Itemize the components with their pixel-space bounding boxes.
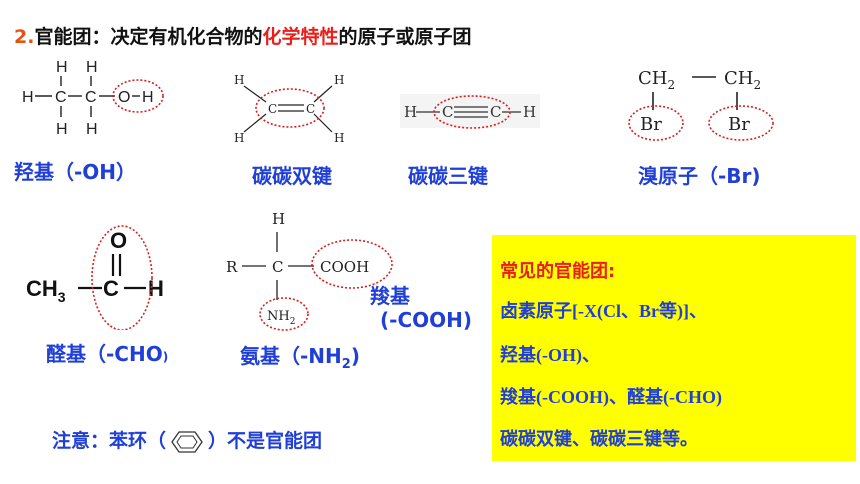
note-post: ）不是官能团 — [208, 430, 323, 452]
atom-h: H — [404, 103, 417, 121]
title-highlight: 化学特性 — [262, 26, 339, 48]
atom-c: C — [442, 103, 453, 121]
amino-acid-structure: H R C COOH NH2 — [226, 210, 393, 331]
common-groups-line-3: 羧基(-COOH)、醛基(-CHO) — [500, 383, 722, 409]
ch3-formula: CH — [26, 276, 58, 301]
carboxyl-aldehyde-text: (-COOH)、醛基 — [536, 387, 663, 407]
label-double-bond: 碳碳双键 — [252, 164, 332, 188]
bromine-highlight-ellipse — [628, 105, 684, 141]
double-bond-highlight-ellipse — [255, 88, 325, 128]
atom-c: C — [490, 103, 501, 121]
atom-o: O — [110, 228, 127, 253]
subscript-2: 2 — [753, 78, 761, 92]
atom-h: H — [523, 103, 536, 121]
title-term: 官能团： — [34, 26, 111, 48]
atom-h: H — [142, 89, 154, 106]
label-hydroxyl: 羟基（-OH） — [14, 160, 137, 184]
hydroxyl-label: 羟基 — [500, 345, 536, 366]
atom-c: C — [306, 102, 315, 116]
svg-text:NH2: NH2 — [267, 309, 295, 327]
label-carboxyl-formula: (-COOH) — [380, 308, 473, 332]
subscript-2: 2 — [290, 317, 296, 327]
atom-h: H — [22, 89, 34, 106]
svg-text:CH2: CH2 — [724, 68, 761, 92]
title-number: 2. — [14, 26, 35, 48]
atom-h: H — [86, 59, 98, 76]
amino-highlight-ellipse — [259, 297, 309, 331]
svg-text:CH3: CH3 — [26, 276, 66, 305]
atom-h: H — [56, 121, 68, 138]
amino-label-pre: 氨基（-NH — [240, 344, 342, 368]
atom-h: H — [272, 210, 285, 228]
carboxyl-formula: COOH — [320, 258, 369, 276]
carboxyl-label: 羧基 — [500, 387, 536, 408]
subscript-3: 3 — [58, 289, 66, 305]
label-carboxyl-name: 羧基 — [370, 284, 410, 308]
hydroxyl-structure: H H H C C O H H H — [22, 59, 164, 138]
aldehyde-highlight-ellipse — [91, 225, 153, 330]
atom-c: C — [85, 89, 97, 106]
aldehyde-label-text: 醛基（-CHO — [46, 342, 163, 366]
common-groups-line-4: 碳碳双键、碳碳三键等。 — [500, 429, 698, 450]
nh-formula: NH — [267, 309, 290, 324]
common-groups-line-1: 卤素原子[-X(Cl、Br等)]、 — [500, 297, 707, 323]
atom-br: Br — [728, 114, 750, 135]
aldehyde-paren: ) — [162, 350, 169, 364]
triple-bond-structure: H C C H — [400, 94, 540, 129]
bromine-highlight-ellipse — [708, 105, 774, 141]
carboxyl-highlight-ellipse — [311, 239, 393, 289]
atom-c: C — [55, 89, 67, 106]
benzene-note: 注意：苯环（ ）不是官能团 — [52, 426, 322, 455]
label-bromine: 溴原子（-Br) — [638, 164, 761, 188]
double-bond-structure: H H H H C C — [234, 73, 344, 145]
aldehyde-structure: O CH3 C H — [26, 225, 164, 330]
atom-h: H — [334, 73, 344, 87]
atom-r: R — [226, 258, 238, 276]
triple-bond-highlight-ellipse — [433, 95, 511, 129]
label-triple-bond: 碳碳三键 — [408, 164, 488, 188]
atom-h: H — [334, 131, 344, 145]
halogen-formula: [-X(Cl、Br等)]、 — [572, 301, 707, 321]
atom-h: H — [234, 73, 244, 87]
amino-label-sub: 2 — [341, 357, 351, 372]
common-groups-box: 常见的官能团: 卤素原子[-X(Cl、Br等)]、 羟基(-OH)、 羧基(-C… — [492, 235, 856, 461]
atom-br: Br — [640, 114, 662, 135]
atom-h: H — [86, 121, 98, 138]
common-groups-line-2: 羟基(-OH)、 — [500, 341, 600, 367]
aldehyde-formula: (-CHO) — [662, 387, 722, 407]
title-text-after: 的原子或原子团 — [338, 26, 472, 48]
hydroxyl-formula: (-OH)、 — [536, 345, 600, 365]
halogen-label: 卤素原子 — [500, 301, 572, 322]
ch2-formula: CH — [638, 68, 667, 89]
amino-label-post: ) — [350, 344, 360, 368]
atom-h: H — [148, 276, 164, 301]
atom-c: C — [268, 102, 277, 116]
ch2-formula: CH — [724, 68, 753, 89]
label-amino: 氨基（-NH2) — [240, 340, 360, 372]
page-title: 2.官能团：决定有机化合物的化学特性的原子或原子团 — [14, 22, 472, 49]
subscript-2: 2 — [667, 78, 675, 92]
atom-c: C — [103, 276, 119, 301]
common-groups-heading: 常见的官能团: — [500, 261, 616, 282]
atom-c: C — [272, 258, 283, 276]
atom-h: H — [234, 131, 244, 145]
svg-text:CH2: CH2 — [638, 68, 675, 92]
bromine-structure: CH2 CH2 Br Br — [628, 68, 774, 141]
atom-h: H — [56, 59, 68, 76]
benzene-ring-icon — [171, 430, 203, 453]
label-aldehyde: 醛基（-CHO) — [46, 338, 168, 367]
atom-o: O — [118, 89, 130, 106]
title-text-before: 决定有机化合物的 — [110, 26, 263, 48]
note-pre: 注意：苯环（ — [52, 430, 167, 452]
hydroxyl-highlight-ellipse — [112, 79, 164, 113]
